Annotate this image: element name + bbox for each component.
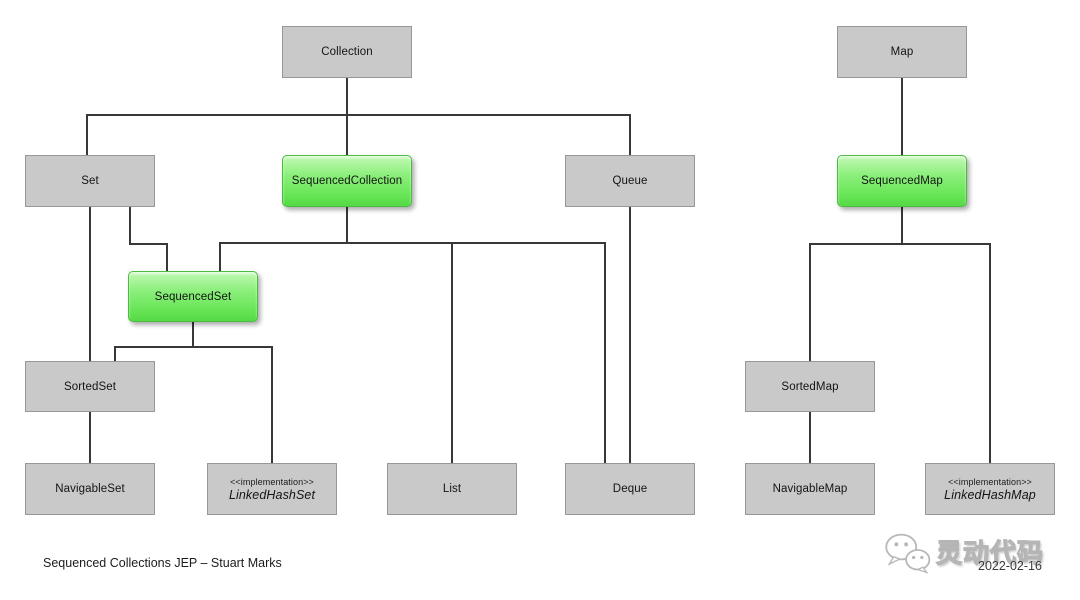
node-queue: Queue	[565, 155, 695, 207]
node-sequenced-set: SequencedSet	[128, 271, 258, 322]
edge-line	[271, 347, 273, 463]
node-list: List	[387, 463, 517, 515]
node-label: List	[442, 483, 462, 495]
node-label: SortedMap	[781, 380, 839, 393]
edge-line	[346, 78, 348, 155]
edge-line	[114, 347, 116, 361]
edge-line	[604, 243, 606, 463]
edge-line	[629, 207, 631, 463]
watermark: 灵动代码 2022-02-16	[884, 530, 1064, 590]
edge-line	[901, 207, 903, 244]
node-set: Set	[25, 155, 155, 207]
node-label: Map	[890, 46, 914, 58]
node-label: Deque	[612, 483, 648, 495]
edge-line	[114, 346, 273, 348]
node-stereotype: <<implementation>>	[230, 476, 314, 487]
edge-line	[346, 207, 348, 243]
node-linked-hash-set: <<implementation>>LinkedHashSet	[207, 463, 337, 515]
edge-line	[451, 243, 453, 463]
node-label: Set	[81, 175, 99, 187]
node-navigable-map: NavigableMap	[745, 463, 875, 515]
edge-line	[86, 114, 631, 116]
edge-line	[86, 115, 88, 155]
wechat-logo-icon	[885, 533, 931, 574]
node-label: Collection	[321, 46, 373, 58]
edge-line	[809, 243, 991, 245]
node-sorted-set: SortedSet	[25, 361, 155, 412]
node-label: LinkedHashSet	[228, 487, 316, 502]
edge-line	[129, 207, 131, 244]
edge-line	[89, 207, 91, 361]
edge-line	[809, 412, 811, 463]
node-label: LinkedHashMap	[944, 487, 1036, 502]
edge-line	[129, 243, 168, 245]
node-label: SortedSet	[63, 380, 117, 393]
node-linked-hash-map: <<implementation>>LinkedHashMap	[925, 463, 1055, 515]
node-label: SequencedMap	[861, 175, 943, 187]
node-sequenced-map: SequencedMap	[837, 155, 967, 207]
watermark-brand-text: 灵动代码	[935, 537, 1045, 568]
edge-line	[809, 244, 811, 361]
node-label: NavigableSet	[55, 483, 125, 495]
edge-line	[901, 78, 903, 155]
diagram-caption: Sequenced Collections JEP – Stuart Marks	[43, 556, 282, 570]
node-collection: Collection	[282, 26, 412, 78]
edge-line	[219, 243, 221, 271]
node-label: Queue	[612, 175, 648, 187]
node-sequenced-collection: SequencedCollection	[282, 155, 412, 207]
edge-line	[166, 244, 168, 271]
node-label: SequencedSet	[154, 290, 232, 303]
edge-line	[192, 322, 194, 347]
edge-line	[89, 412, 91, 463]
node-navigable-set: NavigableSet	[25, 463, 155, 515]
edge-line	[219, 242, 606, 244]
node-stereotype: <<implementation>>	[948, 476, 1032, 487]
node-label: NavigableMap	[772, 483, 848, 495]
edge-line	[989, 244, 991, 463]
edge-line	[629, 115, 631, 155]
node-sorted-map: SortedMap	[745, 361, 875, 412]
node-label: SequencedCollection	[291, 175, 403, 187]
node-deque: Deque	[565, 463, 695, 515]
node-map: Map	[837, 26, 967, 78]
watermark-date: 2022-02-16	[978, 559, 1042, 573]
